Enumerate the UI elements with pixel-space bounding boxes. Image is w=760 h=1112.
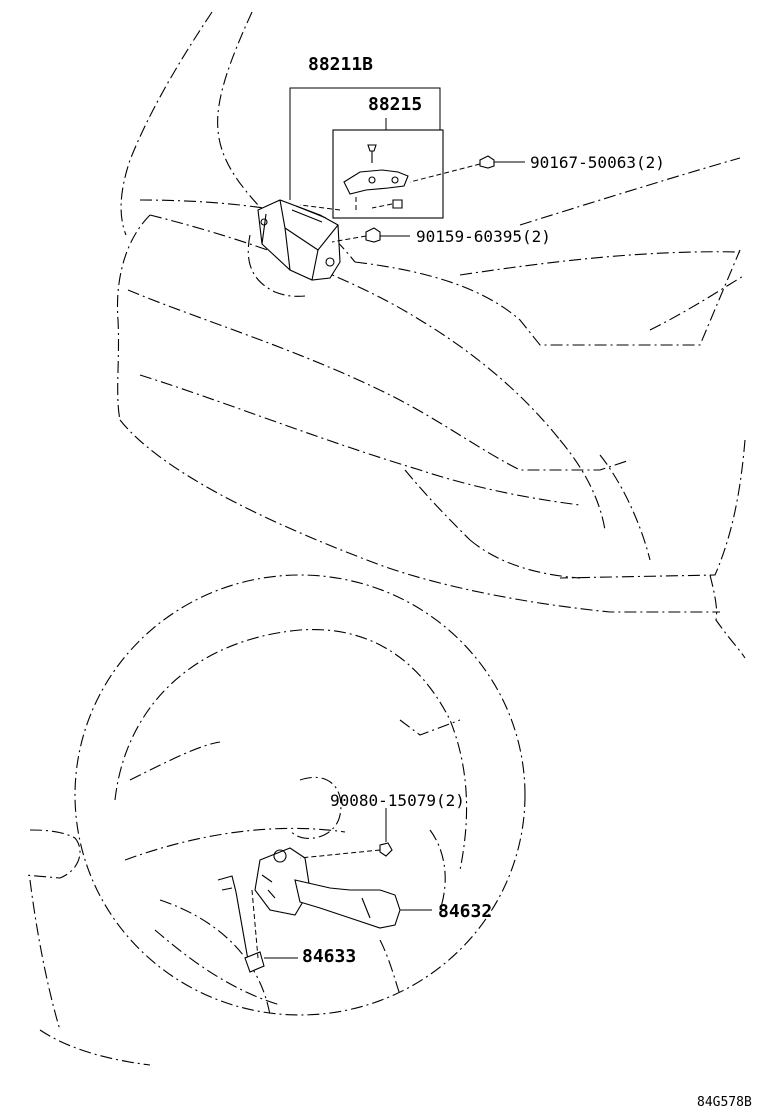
callout-88215: 88215 [368, 94, 422, 115]
leader-screw-90080 [299, 849, 381, 859]
steering-wheel-outline [24, 574, 526, 1066]
screw-90167 [479, 155, 495, 169]
combination-switch [254, 842, 401, 929]
callout-90167-50063: 90167-50063(2) [530, 153, 665, 172]
callout-90159-60395: 90159-60395(2) [416, 227, 551, 246]
bolt-90159 [365, 227, 381, 243]
figure-code: 84G578B [697, 1095, 752, 1110]
callout-84632: 84632 [438, 901, 492, 922]
cable-harness [217, 875, 265, 973]
leader-bolt-90159 [331, 235, 367, 243]
callout-90080-15079: 90080-15079(2) [330, 791, 465, 810]
bracket-box [332, 129, 444, 219]
vehicle-front-outline [116, 11, 746, 659]
radar-sensor-assembly [257, 199, 341, 281]
callout-88211b: 88211B [308, 54, 373, 75]
callout-84633: 84633 [302, 946, 356, 967]
leader-88211b [289, 87, 441, 200]
leader-screw-90167 [299, 163, 481, 211]
